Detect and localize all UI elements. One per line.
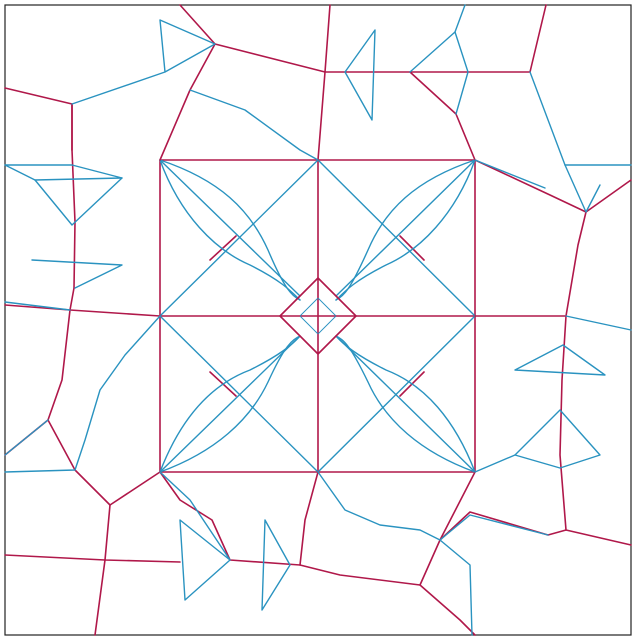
right-upper-blue-flap: [564, 164, 601, 213]
bottom-right-blue-curve: [317, 471, 549, 541]
top-left-blue-curve: [189, 89, 319, 161]
top-right-blue-flap: [409, 31, 469, 115]
right-edge-red-upper: [585, 179, 632, 213]
right-upper-red: [474, 159, 587, 213]
left-upper-blue-flap: [4, 164, 123, 226]
diag-sw: [159, 335, 301, 473]
left-upper-blue-cross: [34, 177, 123, 181]
bottom-left-blue-flap: [179, 519, 231, 601]
petal-se-inner: [335, 335, 476, 473]
petal-se-outer: [335, 335, 476, 473]
bottom-left-horizontal-red: [4, 554, 181, 563]
diag-nw: [159, 159, 301, 297]
petal-ne-outer: [335, 159, 476, 301]
top-right-blue-edge: [454, 4, 466, 33]
right-lower-red: [559, 315, 632, 546]
top-left-red-chain: [159, 4, 216, 161]
petal-nw-inner: [159, 159, 301, 301]
bottom-left-blue-link: [159, 471, 231, 561]
left-lower-blue-stub: [4, 419, 49, 456]
bottom-right-blue-edge: [439, 539, 473, 636]
right-lower-blue-flap: [514, 409, 601, 469]
petal-ne-inner: [335, 159, 476, 301]
right-upper-blue-link: [474, 159, 546, 189]
petal-nw-outer: [159, 159, 301, 301]
right-middle-blue-flap: [514, 344, 606, 376]
right-lower-blue-link: [474, 454, 516, 473]
right-edge-blue: [565, 315, 632, 331]
petal-sw-outer: [159, 335, 301, 473]
bottom-left-red: [94, 471, 161, 636]
left-lower-blue: [4, 315, 161, 473]
top-center-red: [317, 4, 331, 161]
diag-ne: [335, 159, 476, 297]
petal-curves: [159, 159, 476, 473]
left-middle-red: [69, 309, 161, 317]
petal-sw-inner: [159, 335, 301, 473]
outer-valley-creases: [4, 4, 632, 636]
diag-se: [335, 335, 476, 473]
top-left-blue-flap: [71, 19, 216, 105]
bottom-center-blue-flap: [261, 519, 291, 611]
top-center-blue-flap: [344, 29, 376, 121]
central-square: [159, 159, 476, 473]
left-middle-blue-flap: [31, 259, 123, 289]
ne-red-tick: [399, 235, 425, 261]
right-middle-red: [474, 211, 587, 317]
left-edge-blue: [4, 301, 71, 311]
center-diamond: [279, 277, 357, 355]
nw-red-tick: [209, 235, 237, 261]
bottom-right-diag-red: [439, 471, 476, 541]
bottom-center-red: [299, 471, 319, 566]
center-diamond-spokes: [279, 277, 357, 355]
